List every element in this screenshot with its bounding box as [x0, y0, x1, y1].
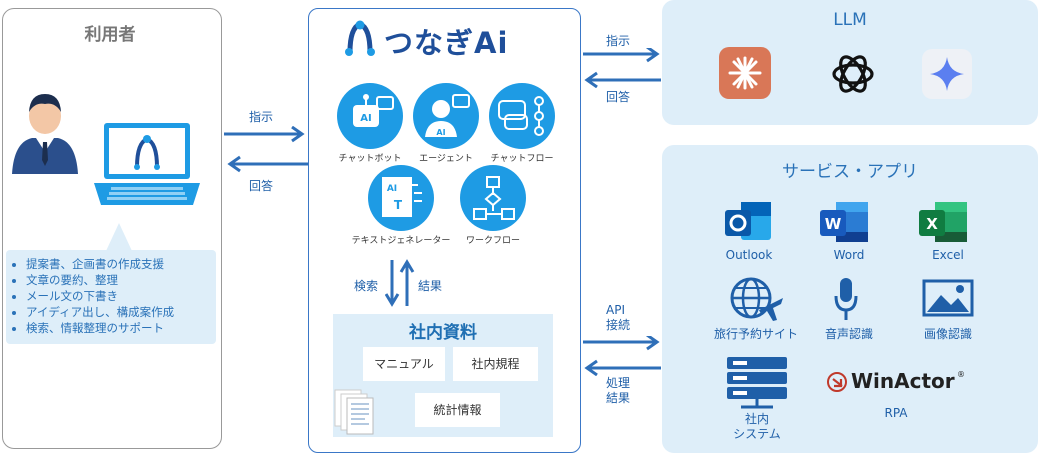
feature-label: チャットボット [338, 154, 402, 164]
feature-label: ワークフロー [465, 236, 520, 246]
feature-label: チャットフロー [490, 154, 554, 164]
arrows-user-center [224, 126, 308, 173]
registered-mark: ® [957, 370, 965, 379]
internal-label: 社内 [744, 412, 769, 426]
instruct-label-left: 指示 [249, 110, 274, 124]
winactor-wordmark: WinActor [851, 369, 955, 393]
svg-text:X: X [926, 215, 938, 233]
service-label-image: 画像認識 [923, 327, 972, 341]
microphone-icon [834, 278, 858, 320]
svg-text:AI: AI [436, 128, 445, 137]
answer-label-left: 回答 [249, 179, 274, 193]
gemini-icon [922, 49, 972, 99]
service-label-voice: 音声認識 [824, 327, 873, 341]
search-label: 検索 [354, 279, 379, 293]
instruct-label-right: 指示 [606, 34, 631, 48]
excel-icon: X [919, 202, 967, 242]
service-label-rpa: RPA [884, 406, 908, 420]
travel-booking-icon [730, 277, 783, 321]
person-icon [12, 94, 78, 174]
list-item: アイディア出し、構成案作成 [26, 304, 216, 320]
feature-circle [489, 83, 555, 149]
internal-docs-title: 社内資料 [409, 323, 477, 343]
services-title: サービス・アプリ [782, 162, 918, 182]
process-label: 処理 [606, 376, 631, 390]
svg-text:W: W [825, 215, 842, 233]
openai-icon [832, 55, 874, 93]
result-label-right: 結果 [606, 391, 631, 405]
svg-text:AI: AI [360, 113, 371, 124]
svg-text:AI: AI [387, 184, 397, 194]
list-item: 文章の要約、整理 [26, 272, 216, 288]
system-label: システム [733, 427, 781, 441]
llm-title: LLM [833, 10, 867, 30]
process-result-label: 処理 結果 [606, 376, 630, 406]
feature-label: エージェント [419, 154, 473, 164]
svg-text:T: T [394, 198, 403, 212]
api-connect-label: API 接続 [606, 303, 630, 333]
feature-circle: AI T [368, 165, 434, 231]
feature-circle [460, 165, 526, 231]
service-label-outlook: Outlook [725, 248, 773, 262]
speech-bubble-tail [106, 223, 132, 251]
list-item: 提案書、企画書の作成支援 [26, 256, 216, 272]
image-recognition-icon [922, 279, 974, 317]
outlook-icon [725, 202, 771, 240]
laptop-icon [94, 123, 200, 205]
tsunagi-logo-icon [134, 135, 160, 170]
user-panel-title: 利用者 [84, 25, 136, 45]
claude-icon [719, 47, 771, 99]
connect-label: 接続 [606, 318, 631, 332]
server-icon [727, 357, 787, 409]
service-label-excel: Excel [932, 248, 964, 262]
service-label-internal-system: 社内 システム [708, 412, 806, 442]
brand-name: つなぎAi [384, 26, 509, 60]
tsunagi-logo-icon [345, 20, 375, 56]
list-item: メール文の下書き [26, 288, 216, 304]
use-case-list: 提案書、企画書の作成支援 文章の要約、整理 メール文の下書き アイディア出し、構… [6, 250, 216, 344]
text-generator-icon: AI T [382, 177, 422, 217]
answer-label-right: 回答 [606, 90, 631, 104]
feature-circle: AI [337, 83, 403, 149]
chatflow-icon [498, 96, 544, 136]
arrows-center-llm [583, 48, 661, 88]
doc-chip-regulations: 社内規程 [453, 347, 538, 381]
doc-chip-statistics: 統計情報 [415, 393, 500, 427]
feature-circle: AI [413, 83, 479, 149]
document-stack-icon [334, 389, 374, 435]
doc-chip-manual: マニュアル [363, 347, 445, 381]
service-label-word: Word [833, 248, 865, 262]
word-icon: W [820, 202, 868, 242]
winactor-logo-icon [827, 372, 847, 392]
list-item: 検索、情報整理のサポート [26, 320, 216, 336]
api-label: API [606, 303, 625, 317]
search-result-arrows [385, 259, 415, 307]
service-label-travel: 旅行予約サイト [713, 327, 798, 341]
result-label: 結果 [418, 279, 443, 293]
workflow-icon [473, 176, 515, 220]
chatbot-icon: AI [353, 94, 394, 127]
feature-label: テキストジェネレーター [351, 236, 451, 246]
agent-icon: AI [425, 94, 470, 137]
arrows-center-services [583, 336, 661, 376]
